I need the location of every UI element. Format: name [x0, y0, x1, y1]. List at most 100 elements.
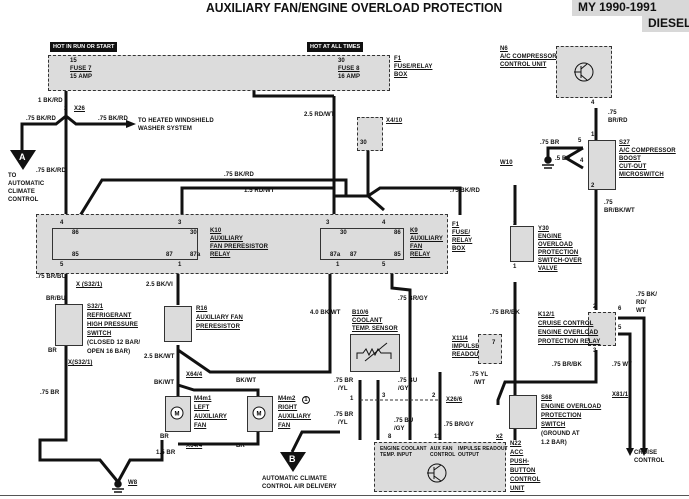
pin: 2: [64, 106, 68, 112]
pin: 2: [513, 221, 517, 227]
s27-label: BOOST: [619, 156, 641, 162]
n22-label: UNIT: [510, 486, 525, 492]
wire-label: /YL: [338, 420, 348, 426]
pin: 5: [578, 138, 582, 144]
wire-label: .75 BR/BU: [36, 274, 66, 280]
wire-label: 4.0 BK/WT: [310, 310, 341, 316]
y30-label: ENGINE: [538, 234, 562, 240]
y30-label: VALVE: [538, 266, 558, 272]
arrow-washer: [126, 120, 136, 128]
n6-label: A/C COMPRESSOR: [500, 54, 557, 60]
pin: 4: [591, 100, 595, 106]
wire-label: BR: [160, 434, 169, 440]
x32-1-connector-b: X(S32/1): [68, 360, 93, 366]
wire-label: BR/BK/WT: [604, 208, 635, 214]
pin: 6: [618, 306, 622, 312]
pin: 4: [60, 220, 64, 226]
s32-1-pressure-switch: [55, 304, 83, 346]
k10-relay: [52, 228, 198, 260]
k12-1-label: CRUISE CONTROL: [538, 321, 594, 327]
pin: 7: [492, 340, 496, 346]
offpage-a-connector[interactable]: A: [10, 150, 36, 170]
m4m1-label: FAN: [194, 423, 207, 429]
pin: 3: [326, 220, 330, 226]
b10-6-label: COOLANT: [352, 318, 383, 324]
wire-label: RD/: [636, 300, 647, 306]
footnote-marker: 1: [302, 396, 310, 404]
pin: 87a: [330, 252, 341, 258]
m4m1-id: M4m1: [194, 396, 212, 402]
cruise-control-label: CONTROL: [634, 458, 665, 464]
f1-name-2: BOX: [394, 72, 408, 78]
wire-label: .75 BR: [40, 390, 60, 396]
hot-run-start-label: HOT IN RUN OR START: [50, 42, 118, 52]
k10-label: AUXILIARY: [210, 236, 244, 242]
wire-label: .75 BR/BK: [490, 310, 520, 316]
s68-id: S68: [541, 395, 552, 401]
offpage-a-label: CLIMATE: [8, 189, 35, 195]
pin: 3: [593, 348, 597, 354]
n6-label-2: CONTROL UNIT: [500, 62, 547, 68]
offpage-b-label: AUTOMATIC CLIMATE: [262, 476, 328, 482]
b10-6-id: B10/6: [352, 310, 369, 316]
m4m1-label: LEFT: [194, 405, 210, 411]
n22-label: CONTROL: [510, 477, 541, 483]
page-border: [0, 495, 689, 496]
m4m2-label: AUXILIARY: [278, 414, 312, 420]
s32-1-label: (CLOSED 12 BAR/: [87, 340, 141, 346]
pin: 85: [394, 252, 401, 258]
s27-label: A/C COMPRESSOR: [619, 148, 676, 154]
offpage-b-letter: B: [289, 454, 296, 464]
fuse8-label: FUSE 8: [338, 66, 360, 72]
wire-label: .75 BR/BK: [552, 362, 582, 368]
pin: 30: [360, 140, 367, 146]
wire-label: .75: [608, 110, 617, 116]
n22-control-unit: [374, 442, 506, 492]
s68-label: ENGINE OVERLOAD: [541, 404, 602, 410]
n22-label: BUTTON: [510, 468, 536, 474]
n22-input-label: AUX FAN: [430, 446, 453, 452]
k10-id: K10: [210, 228, 222, 234]
wire-w10: [546, 146, 583, 158]
wire-label: BR/RD: [608, 118, 628, 124]
offpage-b-label: CONTROL AIR DELIVERY: [262, 484, 337, 490]
n22-id: N22: [510, 441, 522, 447]
n22-label: PUSH-: [510, 459, 530, 465]
offpage-a-label: TO: [8, 173, 17, 179]
washer-label: TO HEATED WINDSHIELD: [138, 118, 214, 124]
k10-label: RELAY: [210, 252, 231, 258]
wire-label: .75 YL: [470, 372, 489, 378]
s32-1-label: HIGH PRESSURE: [87, 322, 138, 328]
x64-4-connector: X64/4: [186, 372, 203, 378]
wire-label: 1.5 BR: [156, 450, 176, 456]
n22-label: ACC: [510, 450, 524, 456]
y30-id: Y30: [538, 226, 549, 232]
b10-6-temp-sensor: [350, 334, 400, 372]
pin: 86: [72, 230, 79, 236]
offpage-a-letter: A: [19, 152, 26, 162]
k12-1-id: K12/1: [538, 312, 555, 318]
wire-label: 2.5 BK/WT: [144, 354, 175, 360]
pin: 1: [591, 132, 595, 138]
pin: 2: [432, 393, 436, 399]
k9-label: RELAY: [410, 252, 431, 258]
m4m2-label: RIGHT: [278, 405, 298, 411]
m4m2-id: M4m2: [278, 396, 296, 402]
m4m1-left-fan: M: [165, 396, 191, 432]
m4m2-right-fan: M: [247, 396, 273, 432]
w10-ground-label: W10: [500, 160, 513, 166]
svg-text:M: M: [257, 412, 262, 418]
wire-bkrd-k9b: [330, 178, 462, 215]
pin: 85: [72, 252, 79, 258]
y30-label: SWITCH-OVER: [538, 258, 582, 264]
offpage-b-connector[interactable]: B: [280, 452, 306, 472]
k9-label: AUXILIARY: [410, 236, 444, 242]
wire-label: /GY: [398, 386, 409, 392]
wire-label: .75 BR: [334, 412, 354, 418]
thermistor-icon: [356, 342, 392, 362]
wire-to-b: [290, 430, 340, 453]
cruise-control-label: CRUISE: [634, 450, 658, 456]
washer-label-2: WASHER SYSTEM: [138, 126, 192, 132]
f1-relay-label: FUSE/: [452, 230, 471, 236]
wire-label: .75 BR: [540, 140, 560, 146]
